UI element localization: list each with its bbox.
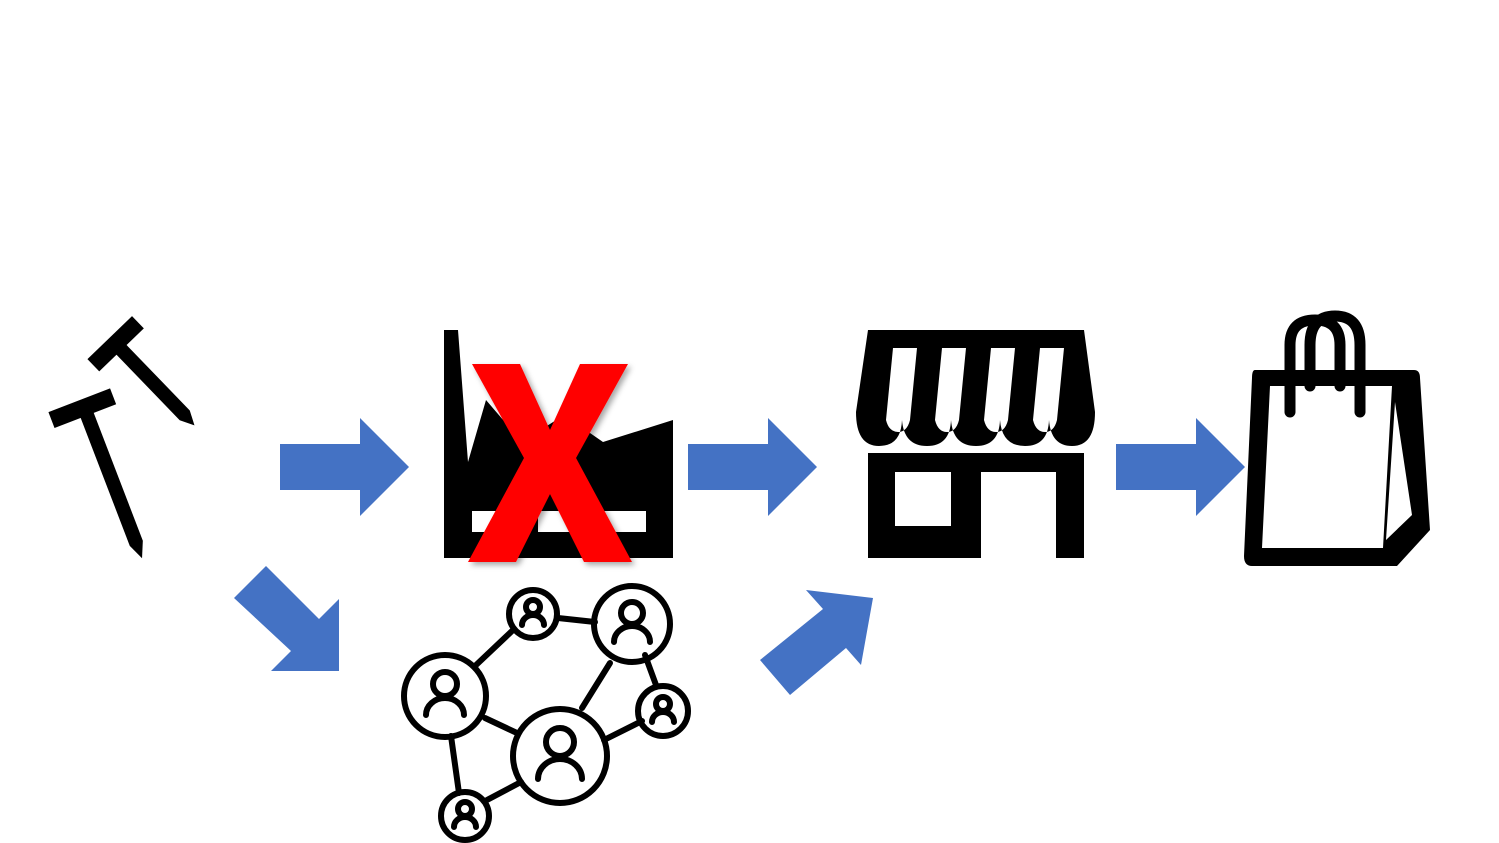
arrow-factory-to-store — [688, 418, 817, 516]
arrow-network-to-store — [760, 590, 873, 695]
arrow-nails-to-network — [234, 566, 339, 671]
person-node — [401, 652, 489, 740]
person-node — [591, 583, 673, 665]
arrow-store-to-bag — [1116, 418, 1245, 516]
person-node — [438, 789, 492, 843]
person-node — [506, 587, 560, 641]
people-network-icon — [401, 583, 691, 843]
cross-out-mark — [468, 364, 632, 562]
nails-icon — [48, 316, 195, 559]
person-node — [510, 706, 610, 806]
arrow-nails-to-factory — [280, 418, 409, 516]
person-node — [635, 683, 691, 739]
storefront-icon — [856, 330, 1095, 558]
shopping-bag-icon — [1244, 310, 1430, 566]
